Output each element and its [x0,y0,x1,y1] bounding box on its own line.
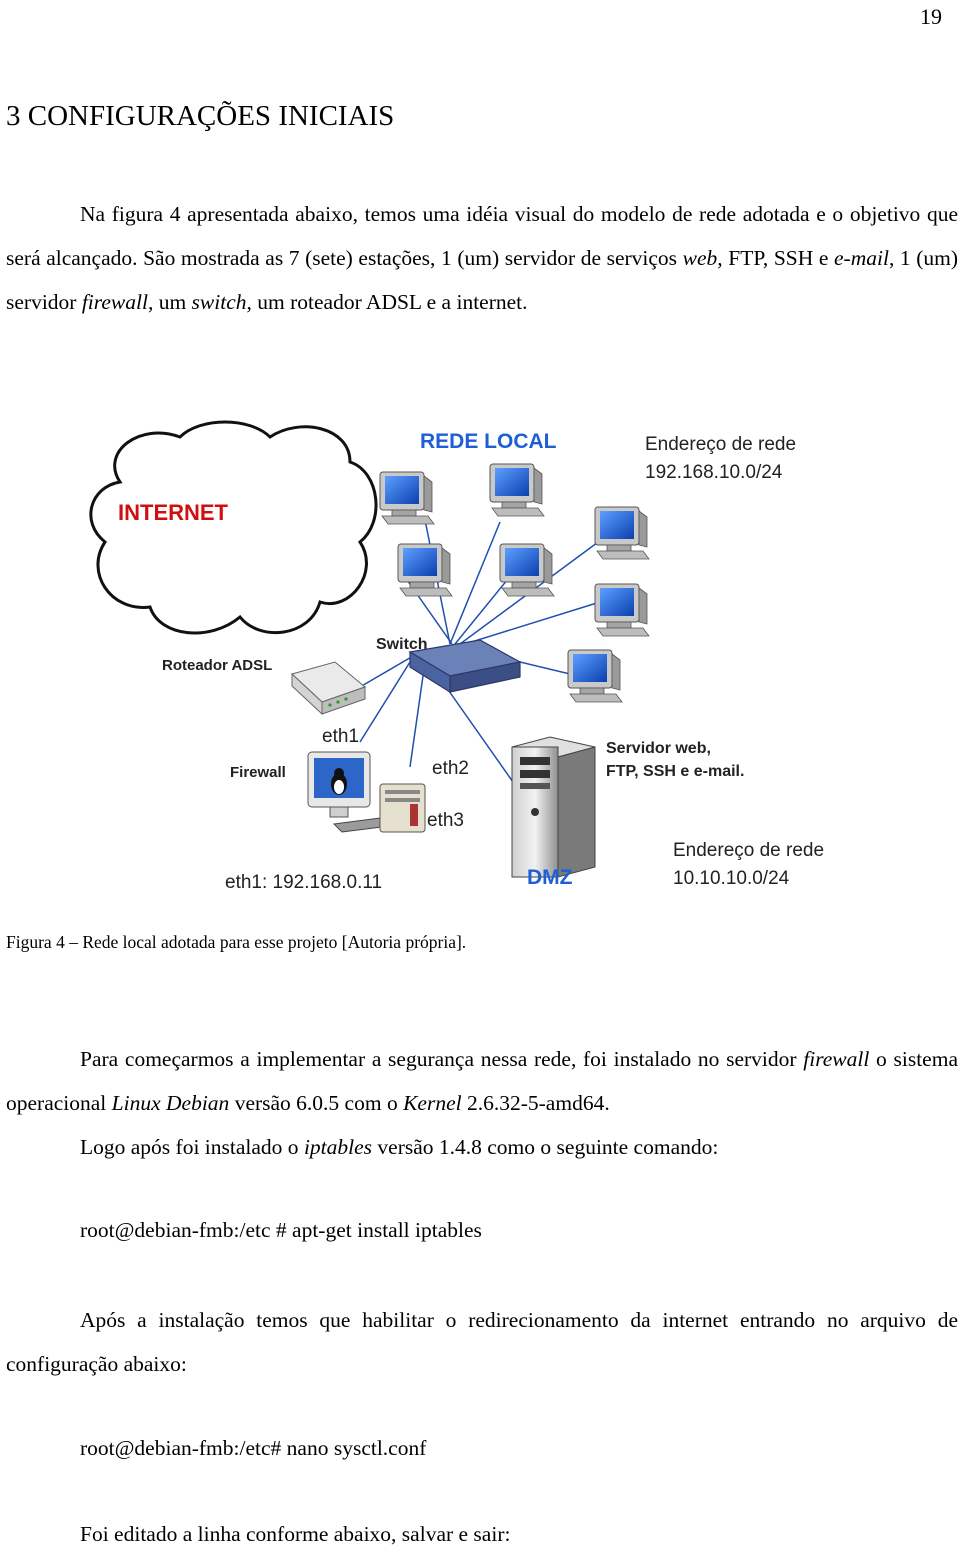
internet-cloud-icon [89,420,378,635]
body-text: Para começarmos a implementar a seguranç… [80,1047,804,1071]
intro-text: , um [147,290,192,314]
dmz-address-title: Endereço de rede [673,840,824,861]
section-heading: 3 CONFIGURAÇÕES INICIAIS [6,100,395,132]
server-label-line1: Servidor web, [606,740,711,757]
intro-text: , um roteador ADSL e a internet. [246,290,528,314]
body-text: Logo após foi instalado o [80,1135,304,1159]
workstation-icon [397,543,453,597]
closing-line: Foi editado a linha conforme abaixo, sal… [80,1522,511,1546]
intro-italic-firewall: firewall [81,290,148,314]
network-diagram: INTERNET REDE LOCAL Endereço de rede 192… [89,420,824,893]
page-number: 19 [920,4,942,29]
eth1-label: eth1 [322,726,359,747]
rede-local-label: REDE LOCAL [420,430,557,453]
body-paragraph: Para começarmos a implementar a seguranç… [6,1037,958,1169]
eth3-label: eth3 [427,810,464,831]
italic-kernel: Kernel [403,1091,462,1115]
dmz-label: DMZ [527,866,573,889]
workstation-icon [499,543,555,597]
workstation-icon [567,649,623,703]
internet-label: INTERNET [118,500,229,525]
intro-paragraph: Na figura 4 apresentada abaixo, temos um… [6,192,958,324]
body-text: 2.6.32-5-amd64. [461,1091,610,1115]
switch-icon [408,639,522,694]
server-tower-icon [511,736,596,878]
figure-caption: Figura 4 – Rede local adotada para esse … [6,932,467,952]
body-paragraph-forwarding: Após a instalação temos que habilitar o … [6,1298,958,1386]
intro-italic-web: web [682,246,718,270]
lan-address-title: Endereço de rede [645,434,796,455]
eth2-label: eth2 [432,758,469,779]
italic-iptables: iptables [303,1135,373,1159]
body-text: versão 1.4.8 como o seguinte comando: [372,1135,719,1159]
router-label: Roteador ADSL [162,657,272,674]
body-text: Após a instalação temos que habilitar o … [6,1308,958,1376]
switch-label: Switch [376,636,428,653]
intro-text: , FTP, SSH e [717,246,834,270]
eth1-address: eth1: 192.168.0.11 [225,872,382,893]
firewall-computer-icon [307,751,426,833]
command-nano-sysctl: root@debian-fmb:/etc# nano sysctl.conf [80,1436,427,1460]
workstation-icon [489,463,545,517]
workstation-icon [594,506,650,560]
server-label-line2: FTP, SSH e e-mail. [606,763,744,780]
firewall-label: Firewall [230,764,286,781]
body-text: versão 6.0.5 com o [229,1091,404,1115]
intro-italic-email: e-mail [834,246,889,270]
intro-text: Na figura 4 apresentada abaixo, temos um… [6,202,958,270]
router-icon [291,661,366,716]
intro-italic-switch: switch [191,290,247,314]
body-text: o sistema operacional [6,1047,958,1115]
command-install-iptables: root@debian-fmb:/etc # apt-get install i… [80,1218,482,1242]
lan-address-value: 192.168.10.0/24 [645,462,783,483]
italic-linux-debian: Linux Debian [111,1091,230,1115]
italic-firewall: firewall [803,1047,870,1071]
workstation-icon [379,471,435,525]
workstation-icon [594,583,650,637]
intro-text: , 1 (um) servidor [6,246,959,314]
dmz-address-value: 10.10.10.0/24 [673,868,790,889]
